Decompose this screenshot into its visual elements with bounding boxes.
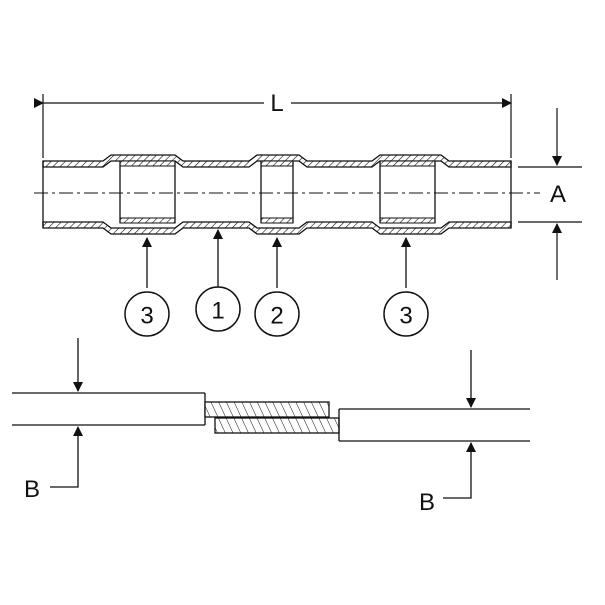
sleeve-top-right	[379, 160, 436, 167]
callout-number-seal-right: 3	[399, 303, 412, 330]
wire-diameter-left-label: B	[24, 476, 40, 503]
wire-diameter-right-label: B	[419, 489, 435, 516]
callout-circle-solder	[254, 291, 300, 337]
callout-circle-seal-right	[383, 291, 429, 337]
callout-circle-seal-left	[124, 291, 170, 337]
left-conductor	[204, 401, 330, 418]
connector-bottom-wall	[42, 221, 512, 235]
splice-connector	[34, 154, 540, 235]
sleeve-bottom-right	[379, 217, 436, 224]
wire-diameter-left-dimension	[50, 338, 83, 488]
callout-circle-tube	[195, 286, 241, 332]
diameter-a-dimension	[518, 108, 582, 280]
wire-splice	[12, 392, 530, 442]
sleeve-top-center	[260, 160, 294, 167]
callout-number-solder: 2	[270, 303, 283, 330]
diameter-a-label: A	[550, 181, 566, 208]
wire-diameter-right-dimension	[443, 350, 476, 499]
length-dimension	[34, 94, 512, 158]
sleeve-bottom-left	[119, 217, 176, 224]
callout-number-seal-left: 3	[140, 303, 153, 330]
length-label: L	[270, 90, 283, 117]
callout-circles: 3 1 2 3	[124, 286, 429, 337]
callout-number-tube: 1	[211, 298, 224, 325]
right-conductor	[214, 417, 340, 434]
sleeve-bottom-center	[260, 217, 294, 224]
sleeve-top-left	[119, 160, 176, 167]
